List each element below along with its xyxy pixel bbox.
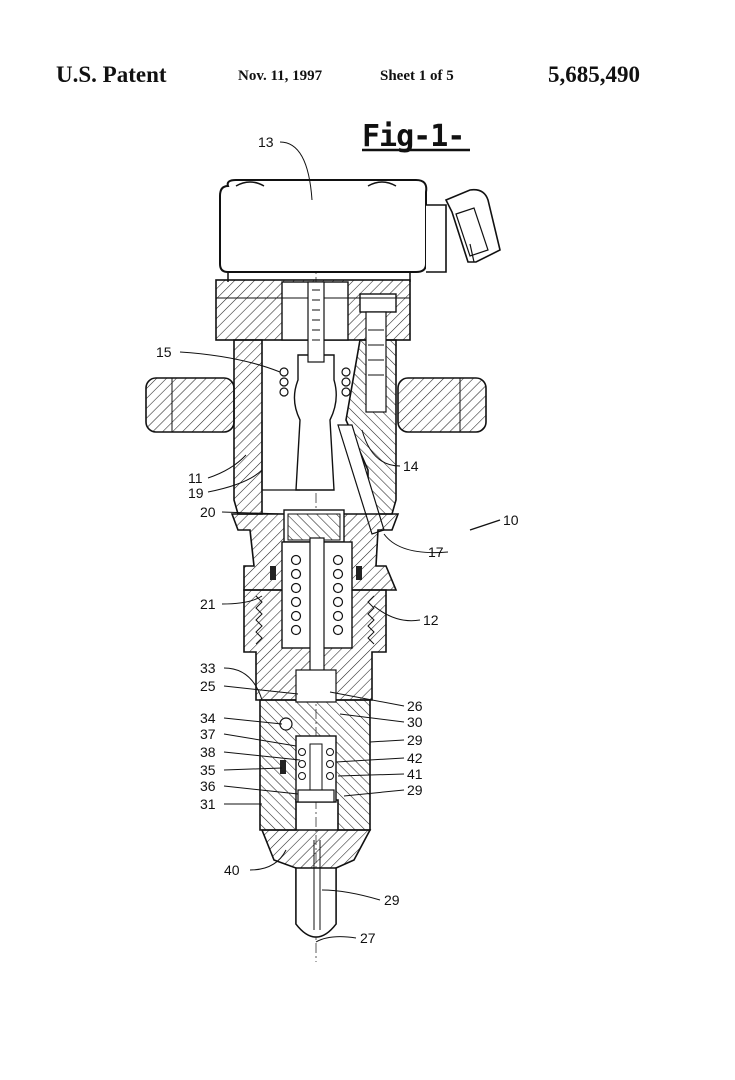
patent-number: 5,685,490: [548, 62, 640, 87]
barrel-nut: [243, 537, 387, 701]
label-29-upper: 29: [407, 732, 423, 748]
check-spring: [290, 554, 344, 636]
label-42: 42: [407, 750, 423, 766]
label-40: 40: [224, 862, 240, 878]
label-34: 34: [200, 710, 216, 726]
label-12: 12: [423, 612, 439, 628]
label-14: 14: [403, 458, 419, 474]
mounting-flange: [145, 377, 487, 433]
leader-lines: [179, 141, 501, 943]
label-36: 36: [200, 778, 216, 794]
reference-numerals: 13 15 11 19 14 20 10 17 21 12 33 25 26 3…: [156, 134, 519, 946]
label-37: 37: [200, 726, 216, 742]
check-valve-section: [259, 669, 371, 831]
valve-spring: [298, 748, 334, 780]
patent-date: Nov. 11, 1997: [238, 68, 323, 84]
label-27: 27: [360, 930, 376, 946]
label-11: 11: [188, 470, 203, 486]
label-21: 21: [200, 596, 216, 612]
label-29-middle: 29: [407, 782, 423, 798]
label-41: 41: [407, 766, 423, 782]
solenoid-head: [219, 179, 428, 282]
label-35: 35: [200, 762, 216, 778]
label-19: 19: [188, 485, 204, 501]
label-13: 13: [258, 134, 274, 150]
injector-body-upper: [233, 281, 397, 535]
sheet-number: Sheet 1 of 5: [380, 68, 454, 84]
electrical-connector: [426, 188, 501, 273]
label-10: 10: [503, 512, 519, 528]
label-26: 26: [407, 698, 423, 714]
plunger-spring: [279, 367, 351, 397]
figure-label: Fig-1-: [362, 119, 470, 154]
figure-label-text: Fig-1-: [362, 119, 464, 154]
label-30: 30: [407, 714, 423, 730]
label-33: 33: [200, 660, 216, 676]
label-15: 15: [156, 344, 172, 360]
label-17: 17: [428, 544, 444, 560]
patent-title: U.S. Patent: [56, 62, 167, 87]
label-29-lower: 29: [384, 892, 400, 908]
nozzle-tip: [260, 829, 372, 938]
label-25: 25: [200, 678, 216, 694]
label-31: 31: [200, 796, 216, 812]
label-38: 38: [200, 744, 216, 760]
label-20: 20: [200, 504, 216, 520]
